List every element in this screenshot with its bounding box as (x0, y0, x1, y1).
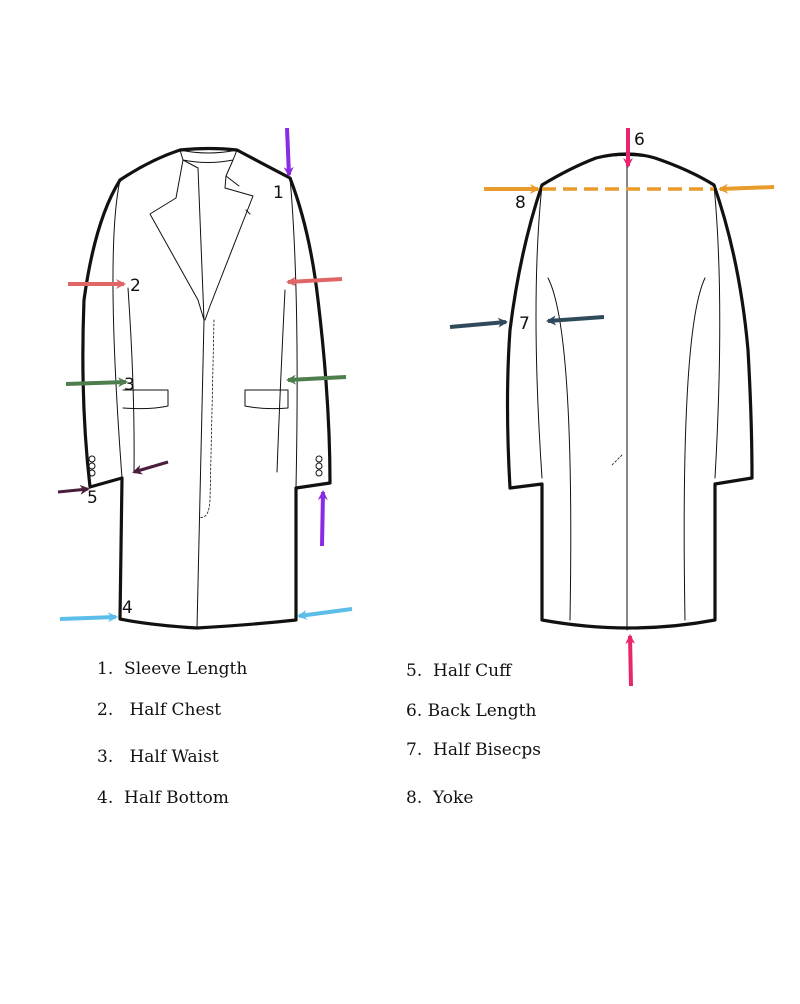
back-coat-outline (505, 152, 754, 630)
legend-num: 1. (97, 659, 114, 679)
marker-3: 3 (124, 375, 135, 395)
legend-num: 7. (406, 740, 423, 760)
legend-label: Half Bisecps (433, 740, 541, 760)
front-coat-outline (81, 146, 332, 630)
front-right-lapel (204, 159, 254, 321)
legend-label: Half Cuff (433, 661, 512, 681)
front-right-pocket (244, 389, 289, 410)
half-waist-arrow-left (65, 377, 128, 388)
sleeve-length-arrow (283, 127, 294, 177)
legend-label: Sleeve Length (124, 659, 248, 679)
marker-7: 7 (519, 314, 530, 334)
legend-num: 8. (406, 788, 423, 808)
half-cuff-arrow-left (57, 484, 90, 495)
front-coat (81, 146, 332, 630)
marker-1: 1 (273, 183, 284, 203)
legend-label: Back Length (427, 701, 537, 721)
marker-6: 6 (634, 130, 645, 150)
half-biceps-arrow-right (546, 315, 605, 326)
front-center-line (196, 319, 205, 629)
half-chest-arrow-right (286, 276, 343, 287)
half-biceps-arrow-left (449, 317, 508, 329)
sleeve-length-arrow-bottom (317, 490, 328, 547)
back-coat (505, 152, 754, 631)
legend-num: 4. (97, 788, 114, 808)
half-bottom-arrow-right (297, 607, 353, 620)
half-bottom-arrow-left (59, 612, 118, 623)
marker-8: 8 (515, 193, 526, 213)
legend-item-3: 3. Half Waist (97, 747, 219, 767)
legend-item-1: 1. Sleeve Length (97, 659, 247, 679)
marker-4: 4 (122, 598, 133, 618)
legend-item-8: 8. Yoke (406, 788, 473, 808)
marker-5: 5 (87, 488, 98, 508)
legend-item-2: 2. Half Chest (97, 700, 221, 720)
front-left-pocket (122, 389, 169, 410)
yoke-arrow-right (718, 183, 775, 194)
half-cuff-arrow-right (132, 460, 169, 475)
back-collar (595, 153, 656, 159)
front-left-lapel (149, 159, 205, 321)
front-collar (179, 149, 238, 163)
legend-label: Yoke (433, 788, 474, 808)
marker-2: 2 (130, 276, 141, 296)
legend-num: 6. (406, 701, 423, 721)
legend-num: 3. (97, 747, 114, 767)
legend-item-4: 4. Half Bottom (97, 788, 229, 808)
legend-num: 2. (97, 700, 114, 720)
half-waist-arrow-right (286, 374, 347, 385)
legend-num: 5. (406, 661, 423, 681)
legend-label: Half Bottom (124, 788, 229, 808)
back-length-arrow-bottom (625, 634, 636, 687)
legend-item-5: 5. Half Cuff (406, 661, 511, 681)
legend-item-7: 7. Half Bisecps (406, 740, 541, 760)
legend-label: Half Waist (129, 747, 219, 767)
legend-item-6: 6. Back Length (406, 701, 536, 721)
legend-label: Half Chest (129, 700, 222, 720)
